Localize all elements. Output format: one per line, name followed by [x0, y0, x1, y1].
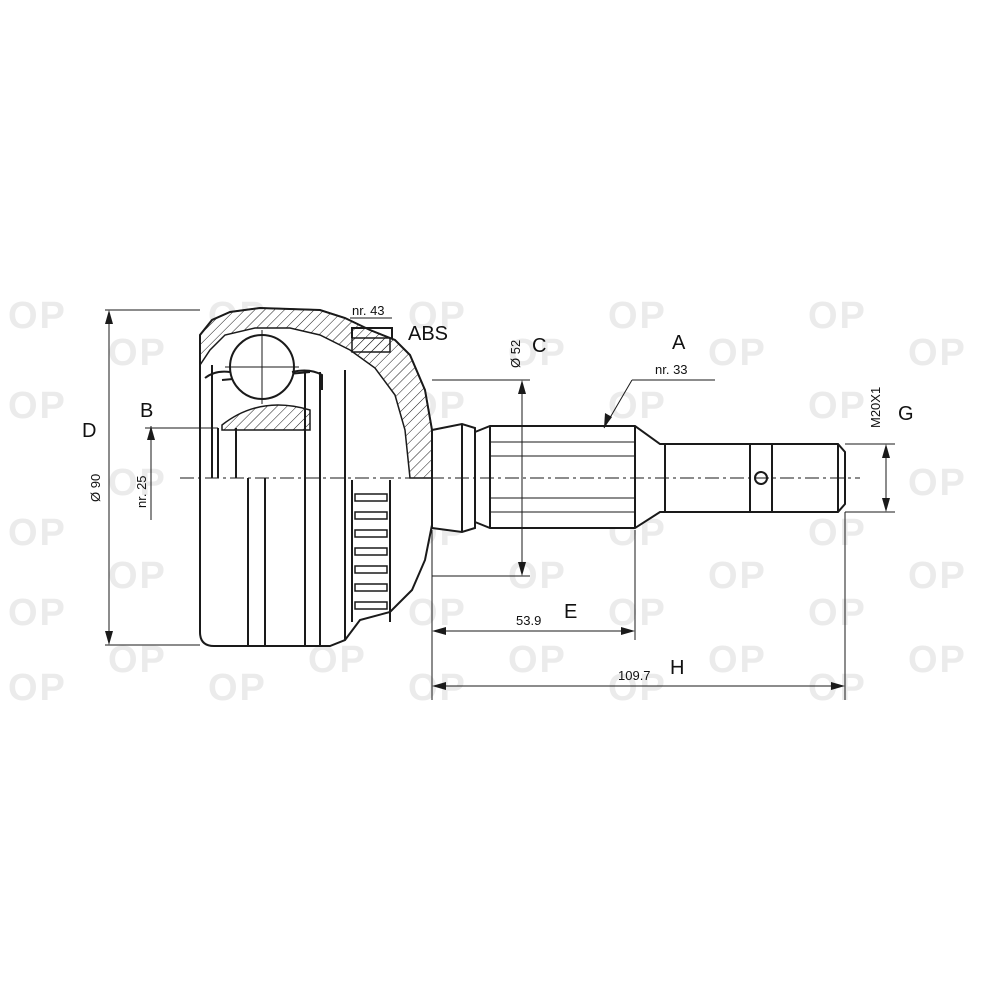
annotation-dia52: Ø 52	[508, 340, 523, 368]
joint-housing	[199, 306, 433, 647]
shaft-neck	[431, 422, 476, 534]
watermark-op: OP	[808, 512, 867, 554]
label-a: A	[672, 332, 686, 354]
annotation-len-e: 53.9	[516, 613, 541, 628]
watermark-op: OP	[808, 592, 867, 634]
watermark-op: OP	[108, 462, 167, 504]
watermark-op: OP	[108, 332, 167, 374]
annotation-len-h: 109.7	[618, 668, 651, 683]
abs-tooth	[354, 493, 388, 502]
watermark-op: OP	[8, 295, 67, 337]
watermark-op: OP	[608, 667, 667, 709]
watermark-op: OP	[508, 639, 567, 681]
abs-tooth	[354, 601, 388, 610]
abs-tooth-detail	[351, 327, 393, 353]
watermark-op: OP	[908, 639, 967, 681]
annotation-nr43: nr. 43	[352, 303, 385, 318]
label-d: D	[82, 420, 96, 442]
watermark-op: OP	[808, 385, 867, 427]
watermark-op: OP	[8, 512, 67, 554]
abs-tooth	[354, 511, 388, 520]
label-c: C	[532, 335, 546, 357]
label-h: H	[670, 657, 684, 679]
splined-shaft	[474, 425, 666, 529]
watermark-op: OP	[108, 555, 167, 597]
annotation-thread: M20X1	[868, 387, 883, 428]
watermark-op: OP	[408, 667, 467, 709]
label-g: G	[898, 403, 914, 425]
label-e: E	[564, 601, 577, 623]
watermark-op: OP	[708, 332, 767, 374]
watermark-op: OP	[608, 385, 667, 427]
abs-ring	[351, 480, 391, 622]
watermark-op: OP	[808, 295, 867, 337]
abs-tooth	[354, 547, 388, 556]
watermark-op: OP	[908, 462, 967, 504]
abs-tooth	[354, 529, 388, 538]
watermark-op: OP	[908, 332, 967, 374]
watermark-op: OP	[608, 592, 667, 634]
annotation-nr33: nr. 33	[655, 362, 688, 377]
label-abs: ABS	[408, 323, 448, 345]
annotation-nr25: nr. 25	[134, 475, 149, 508]
watermark-op: OP	[708, 639, 767, 681]
watermark-op: OP	[8, 667, 67, 709]
watermark-op: OP	[908, 555, 967, 597]
annotation-dia90: Ø 90	[88, 474, 103, 502]
watermark-op: OP	[8, 385, 67, 427]
watermark-op: OP	[8, 592, 67, 634]
watermark-op: OP	[208, 667, 267, 709]
watermark-op: OP	[708, 555, 767, 597]
watermark-op: OP	[408, 295, 467, 337]
abs-tooth	[354, 583, 388, 592]
watermark-op: OP	[508, 332, 567, 374]
watermark-op: OP	[608, 295, 667, 337]
watermark-layer: OP OP OP OP OP OP OP OP OP OP OP OP OP OP OP OP OP OP OP OP…	[8, 295, 967, 709]
watermark-op: OP	[408, 592, 467, 634]
abs-tooth	[354, 565, 388, 574]
dimension-lines	[105, 309, 895, 700]
watermark-op: OP	[108, 639, 167, 681]
label-b: B	[140, 400, 153, 422]
labels: D B C A G E H ABS nr. 43 nr. 33 53.9 109…	[82, 303, 914, 683]
